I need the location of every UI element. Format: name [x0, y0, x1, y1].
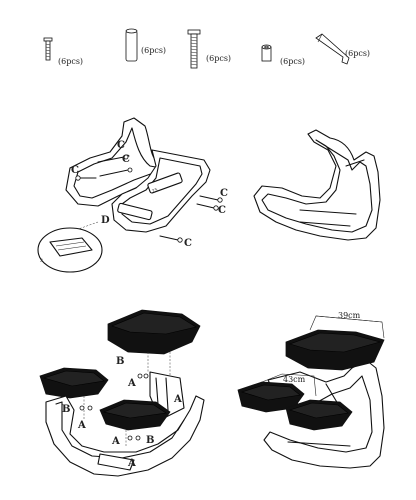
crossbar-mark: 25 [151, 187, 159, 195]
step1-bolt-3 [75, 175, 97, 181]
label-a-4: A [111, 436, 120, 447]
seat-width-dim: 39cm [338, 311, 361, 320]
label-c-2: C [122, 154, 130, 165]
label-c-1: C [117, 140, 125, 151]
knee-width-dim: 43cm [283, 375, 306, 384]
hex-nut-qty: (6pcs) [280, 57, 305, 66]
label-a-2: A [173, 394, 182, 405]
label-a-5: A [127, 458, 136, 469]
long-bolt-icon [187, 29, 201, 69]
label-b-2: B [62, 404, 70, 415]
step-1-exploded-frame: 25 C C C C C C D 3 [37, 117, 228, 273]
short-bolt-qty: (6pcs) [58, 57, 83, 66]
barrel-nut-qty: (6pcs) [141, 46, 166, 55]
label-a-3: A [77, 420, 86, 431]
label-c-3: C [71, 165, 79, 176]
label-c-4: C [220, 188, 228, 199]
allen-key-qty: (6pcs) [345, 49, 370, 58]
step1-bolt-6 [159, 235, 183, 243]
short-bolt-icon [43, 37, 53, 61]
step-3-exploded-cushions: B A A B A A B A [39, 309, 205, 477]
step1-bolt-1 [97, 154, 129, 163]
step1-bolt-4 [199, 195, 223, 203]
step-4-finished-chair: 39cm 43cm [237, 311, 385, 469]
label-c-6: C [184, 238, 192, 249]
hex-nut-icon [261, 44, 272, 62]
allen-key-icon [315, 33, 350, 65]
long-bolt-qty: (6pcs) [206, 54, 231, 63]
label-b-3: B [146, 435, 154, 446]
parts-row: (6pcs) (6pcs) (6pcs) (6pcs) (6pcs) [43, 28, 370, 69]
label-d: D [101, 215, 110, 226]
label-b-1: B [116, 356, 124, 367]
detail-mark: 3 [40, 258, 43, 264]
step1-bolt-5 [196, 203, 219, 211]
label-c-5: C [218, 205, 226, 216]
step-2-assembled-frame [253, 129, 381, 241]
step1-bolt-2 [99, 167, 133, 177]
label-a-1: A [127, 378, 136, 389]
barrel-nut-icon [125, 28, 138, 62]
detail-callout [37, 227, 103, 273]
